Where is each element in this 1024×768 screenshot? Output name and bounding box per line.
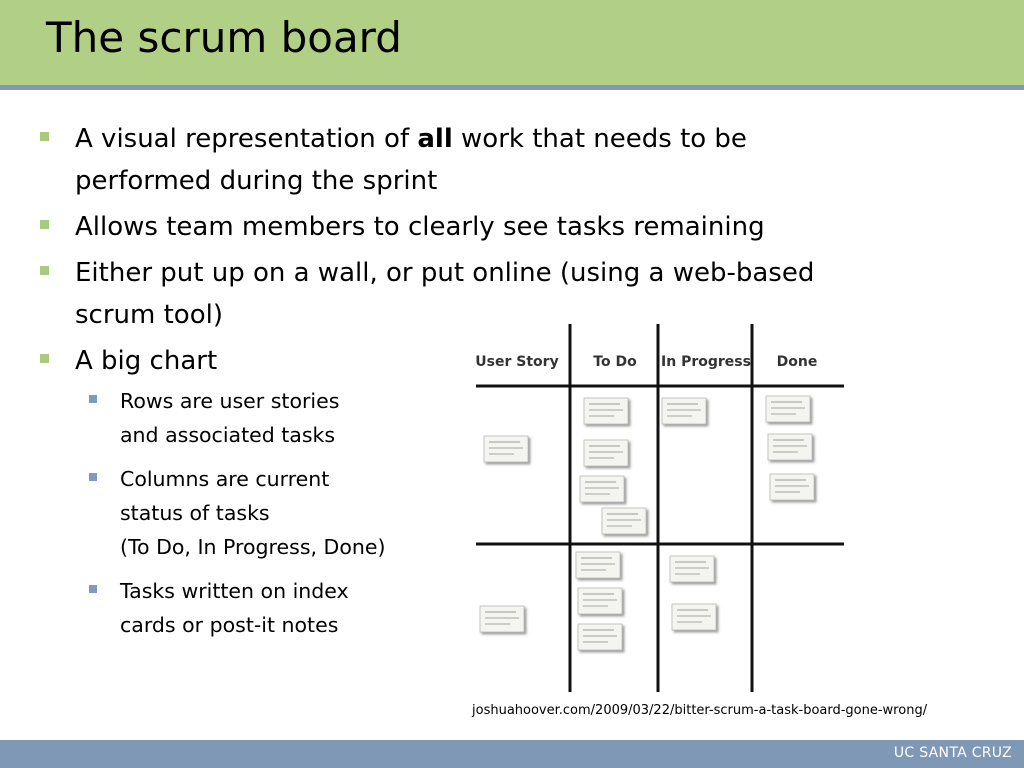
bullet-line: scrum tool) bbox=[75, 300, 223, 330]
sub-bullet-list: Rows are user stories and associated tas… bbox=[75, 384, 878, 642]
bullet-square-icon bbox=[40, 220, 49, 229]
bullet-item: A big chart Rows are user stories and as… bbox=[38, 340, 878, 642]
index-card bbox=[770, 474, 814, 500]
index-card bbox=[766, 396, 810, 422]
sub-bullet-item: Columns are current status of tasks (To … bbox=[75, 462, 878, 564]
slide-title: The scrum board bbox=[46, 13, 402, 62]
sub-bullet-square-icon bbox=[89, 395, 97, 403]
index-card bbox=[580, 476, 624, 502]
bullet-square-icon bbox=[40, 132, 49, 141]
index-card bbox=[768, 434, 812, 460]
sub-bullet-line: and associated tasks bbox=[120, 423, 336, 447]
sub-bullet-line: status of tasks bbox=[120, 501, 270, 525]
index-card bbox=[578, 624, 622, 650]
index-card bbox=[578, 588, 622, 614]
board-background bbox=[474, 322, 846, 694]
bullet-square-icon bbox=[40, 354, 49, 363]
board-column-header: In Progress bbox=[661, 354, 751, 370]
bullet-bold-text: all bbox=[417, 124, 453, 154]
sub-bullet-item: Tasks written on index cards or post-it … bbox=[75, 574, 878, 642]
bullet-item: Either put up on a wall, or put online (… bbox=[38, 252, 878, 336]
sub-bullet-item: Rows are user stories and associated tas… bbox=[75, 384, 878, 452]
title-divider bbox=[0, 85, 1024, 90]
sub-bullet-line: Rows are user stories bbox=[120, 389, 340, 413]
bullet-square-icon bbox=[40, 266, 49, 275]
bullet-list: A visual representation of all work that… bbox=[38, 118, 878, 652]
board-column-header: To Do bbox=[593, 354, 637, 370]
index-card bbox=[670, 556, 714, 582]
bullet-line: A big chart bbox=[75, 346, 218, 376]
index-card bbox=[484, 436, 528, 462]
sub-bullet-line: cards or post-it notes bbox=[120, 613, 339, 637]
title-bar: The scrum board bbox=[0, 0, 1024, 85]
image-credit: joshuahoover.com/2009/03/22/bitter-scrum… bbox=[472, 703, 928, 718]
bullet-line: A visual representation of all work that… bbox=[75, 118, 878, 160]
board-column-header: Done bbox=[777, 354, 818, 370]
index-card bbox=[576, 552, 620, 578]
sub-bullet-line: Columns are current bbox=[120, 467, 330, 491]
bullet-line: Either put up on a wall, or put online (… bbox=[75, 258, 815, 288]
sub-bullet-line: Tasks written on index bbox=[120, 579, 349, 603]
bullet-line: performed during the sprint bbox=[75, 166, 438, 196]
board-column-header: User Story bbox=[475, 354, 558, 370]
bullet-text: A visual representation of bbox=[75, 124, 418, 154]
bullet-line: Allows team members to clearly see tasks… bbox=[75, 212, 765, 242]
index-card bbox=[672, 604, 716, 630]
index-card bbox=[480, 606, 524, 632]
bullet-item: Allows team members to clearly see tasks… bbox=[38, 206, 878, 248]
footer-bar: UC SANTA CRUZ bbox=[0, 740, 1024, 768]
sub-bullet-square-icon bbox=[89, 585, 97, 593]
scrum-board-photo: User Story To Do In Progress Done bbox=[474, 322, 846, 694]
bullet-text: work that needs to be bbox=[452, 124, 747, 154]
sub-bullet-line: (To Do, In Progress, Done) bbox=[120, 535, 386, 559]
sub-bullet-square-icon bbox=[89, 473, 97, 481]
index-card bbox=[584, 440, 628, 466]
index-card bbox=[584, 398, 628, 424]
index-card bbox=[662, 398, 706, 424]
bullet-item: A visual representation of all work that… bbox=[38, 118, 878, 202]
footer-text: UC SANTA CRUZ bbox=[893, 745, 1012, 761]
index-card bbox=[602, 508, 646, 534]
